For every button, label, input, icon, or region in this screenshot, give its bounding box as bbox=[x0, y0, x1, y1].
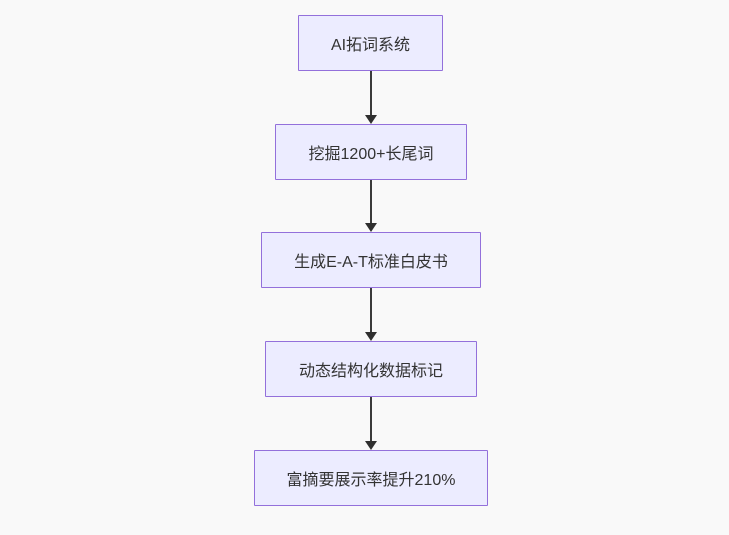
flow-node-longtail-mining: 挖掘1200+长尾词 bbox=[275, 124, 467, 180]
flow-node-label: 挖掘1200+长尾词 bbox=[308, 146, 434, 163]
flow-node-label: 生成E-A-T标准白皮书 bbox=[294, 254, 448, 271]
arrow-down-3 bbox=[365, 288, 377, 341]
arrow-down-1 bbox=[365, 71, 377, 124]
arrowhead-icon bbox=[365, 115, 377, 124]
flow-node-label: 富摘要展示率提升210% bbox=[286, 472, 456, 489]
arrow-down-4 bbox=[365, 397, 377, 450]
flow-node-eat-whitepaper: 生成E-A-T标准白皮书 bbox=[261, 232, 481, 288]
arrow-line bbox=[370, 180, 372, 224]
arrowhead-icon bbox=[365, 223, 377, 232]
arrowhead-icon bbox=[365, 332, 377, 341]
arrow-line bbox=[370, 397, 372, 442]
arrow-line bbox=[370, 288, 372, 333]
flow-node-structured-data-markup: 动态结构化数据标记 bbox=[265, 341, 477, 397]
arrowhead-icon bbox=[365, 441, 377, 450]
arrow-line bbox=[370, 71, 372, 116]
flow-node-rich-snippet-result: 富摘要展示率提升210% bbox=[254, 450, 488, 506]
flow-node-ai-keyword-system: AI拓词系统 bbox=[298, 15, 443, 71]
arrow-down-2 bbox=[365, 180, 377, 232]
flow-node-label: AI拓词系统 bbox=[330, 37, 411, 54]
flow-node-label: 动态结构化数据标记 bbox=[298, 363, 443, 380]
